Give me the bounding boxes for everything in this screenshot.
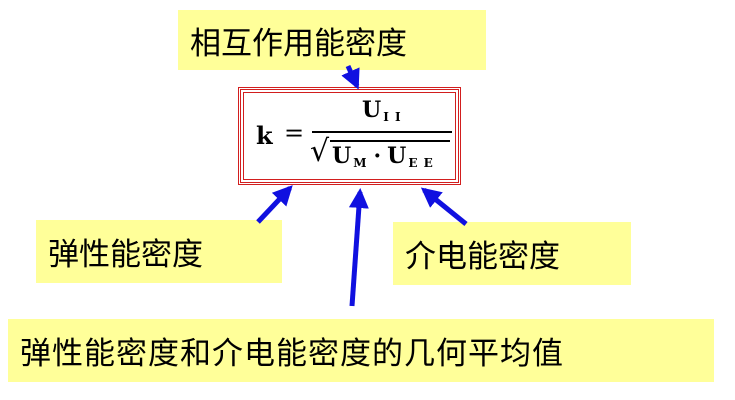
sqrt-overline [330,140,450,142]
label-interaction-energy-density: 相互作用能密度 [178,10,486,70]
arrow-right-icon [420,187,468,226]
label-elastic-energy-density: 弹性能密度 [36,220,282,283]
sqrt-icon: √ [310,134,330,169]
label-text: 弹性能密度 [48,237,203,273]
formula-k: k [256,121,273,150]
label-text: 介电能密度 [405,239,560,275]
multiply-dot: · [373,143,382,169]
denominator-U2: U [387,143,407,169]
arrow-middle-icon [348,188,369,307]
denominator-subscript-2: E E [408,156,434,170]
denominator-subscript-1: M [353,156,368,170]
label-geometric-mean: 弹性能密度和介电能密度的几何平均值 [8,319,714,382]
label-dielectric-energy-density: 介电能密度 [393,222,631,285]
numerator-subscript: I I [383,110,402,124]
numerator-U: U [362,97,382,123]
arrow-left-icon [256,185,293,224]
label-text: 弹性能密度和介电能密度的几何平均值 [20,336,564,372]
label-text: 相互作用能密度 [190,25,407,62]
fraction-bar [312,131,452,133]
denominator-U1: U [332,143,352,169]
formula-equals: = [284,119,305,147]
